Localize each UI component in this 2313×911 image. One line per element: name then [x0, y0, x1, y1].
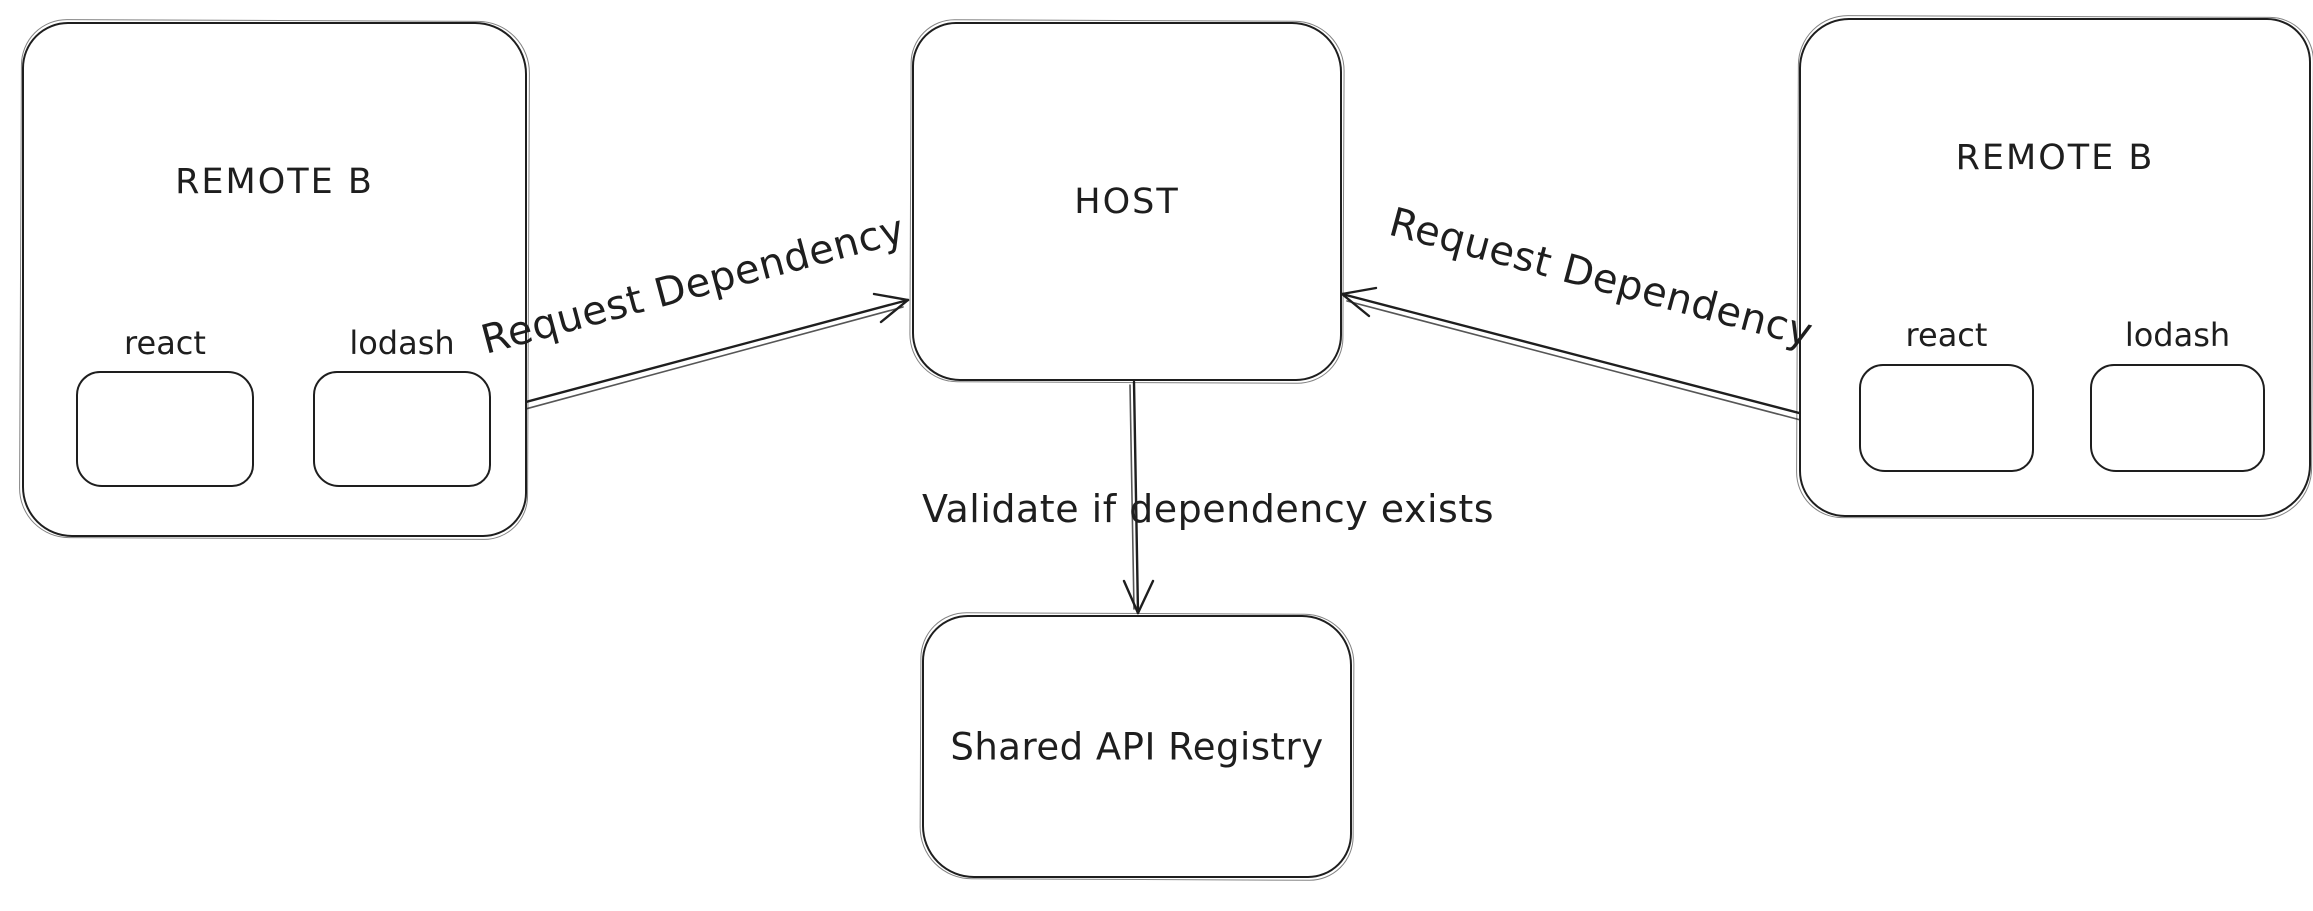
node-host-label: HOST: [1074, 181, 1180, 222]
node-remote-b-right-label: REMOTE B: [1955, 138, 2155, 178]
node-remote-b-right[interactable]: REMOTE B react lodash: [1799, 18, 2311, 517]
arrow-host-to-registry[interactable]: [1122, 380, 1155, 615]
package-box-lodash[interactable]: [313, 371, 491, 487]
node-remote-b-left[interactable]: REMOTE B react lodash: [22, 22, 527, 537]
package-label-react: react: [124, 324, 206, 362]
node-remote-b-left-label: REMOTE B: [175, 162, 374, 202]
package-box-lodash[interactable]: [2090, 364, 2265, 472]
package-label-lodash: lodash: [2124, 316, 2231, 354]
arrow-left-remote-to-host[interactable]: [490, 292, 910, 418]
arrow-right-remote-to-host[interactable]: [1340, 286, 1855, 434]
package-box-react[interactable]: [76, 371, 254, 487]
package-label-lodash: lodash: [349, 324, 455, 362]
node-shared-api-registry-label: Shared API Registry: [950, 725, 1324, 768]
edge-label-validate-dependency: Validate if dependency exists: [921, 487, 1495, 531]
node-shared-api-registry[interactable]: Shared API Registry: [922, 615, 1352, 878]
package-label-react: react: [1905, 316, 1988, 354]
node-host[interactable]: HOST: [912, 22, 1342, 381]
package-box-react[interactable]: [1859, 364, 2034, 472]
